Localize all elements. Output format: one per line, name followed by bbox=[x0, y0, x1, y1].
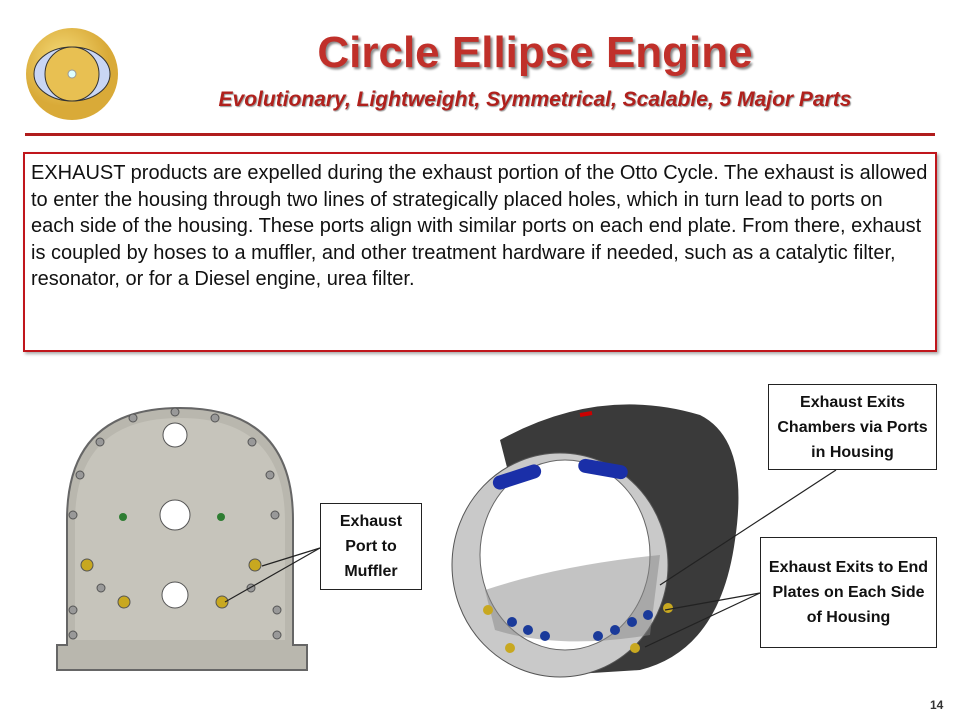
callout-exhaust-port-to-muffler: Exhaust Port to Muffler bbox=[320, 503, 422, 590]
callout-exhaust-exits-chambers: Exhaust Exits Chambers via Ports in Hous… bbox=[768, 384, 937, 470]
circle-ellipse-logo-icon bbox=[26, 28, 118, 120]
slide-title: Circle Ellipse Engine bbox=[317, 28, 753, 77]
description-text: EXHAUST products are expelled during the… bbox=[31, 162, 928, 290]
callout-exhaust-exits-end-plates: Exhaust Exits to End Plates on Each Side… bbox=[760, 537, 937, 648]
divider bbox=[25, 133, 935, 136]
page-number: 14 bbox=[930, 698, 944, 712]
slide-subtitle: Evolutionary, Lightweight, Symmetrical, … bbox=[218, 88, 852, 111]
description-box: EXHAUST products are expelled during the… bbox=[23, 152, 937, 352]
end-plate-image bbox=[56, 406, 308, 671]
